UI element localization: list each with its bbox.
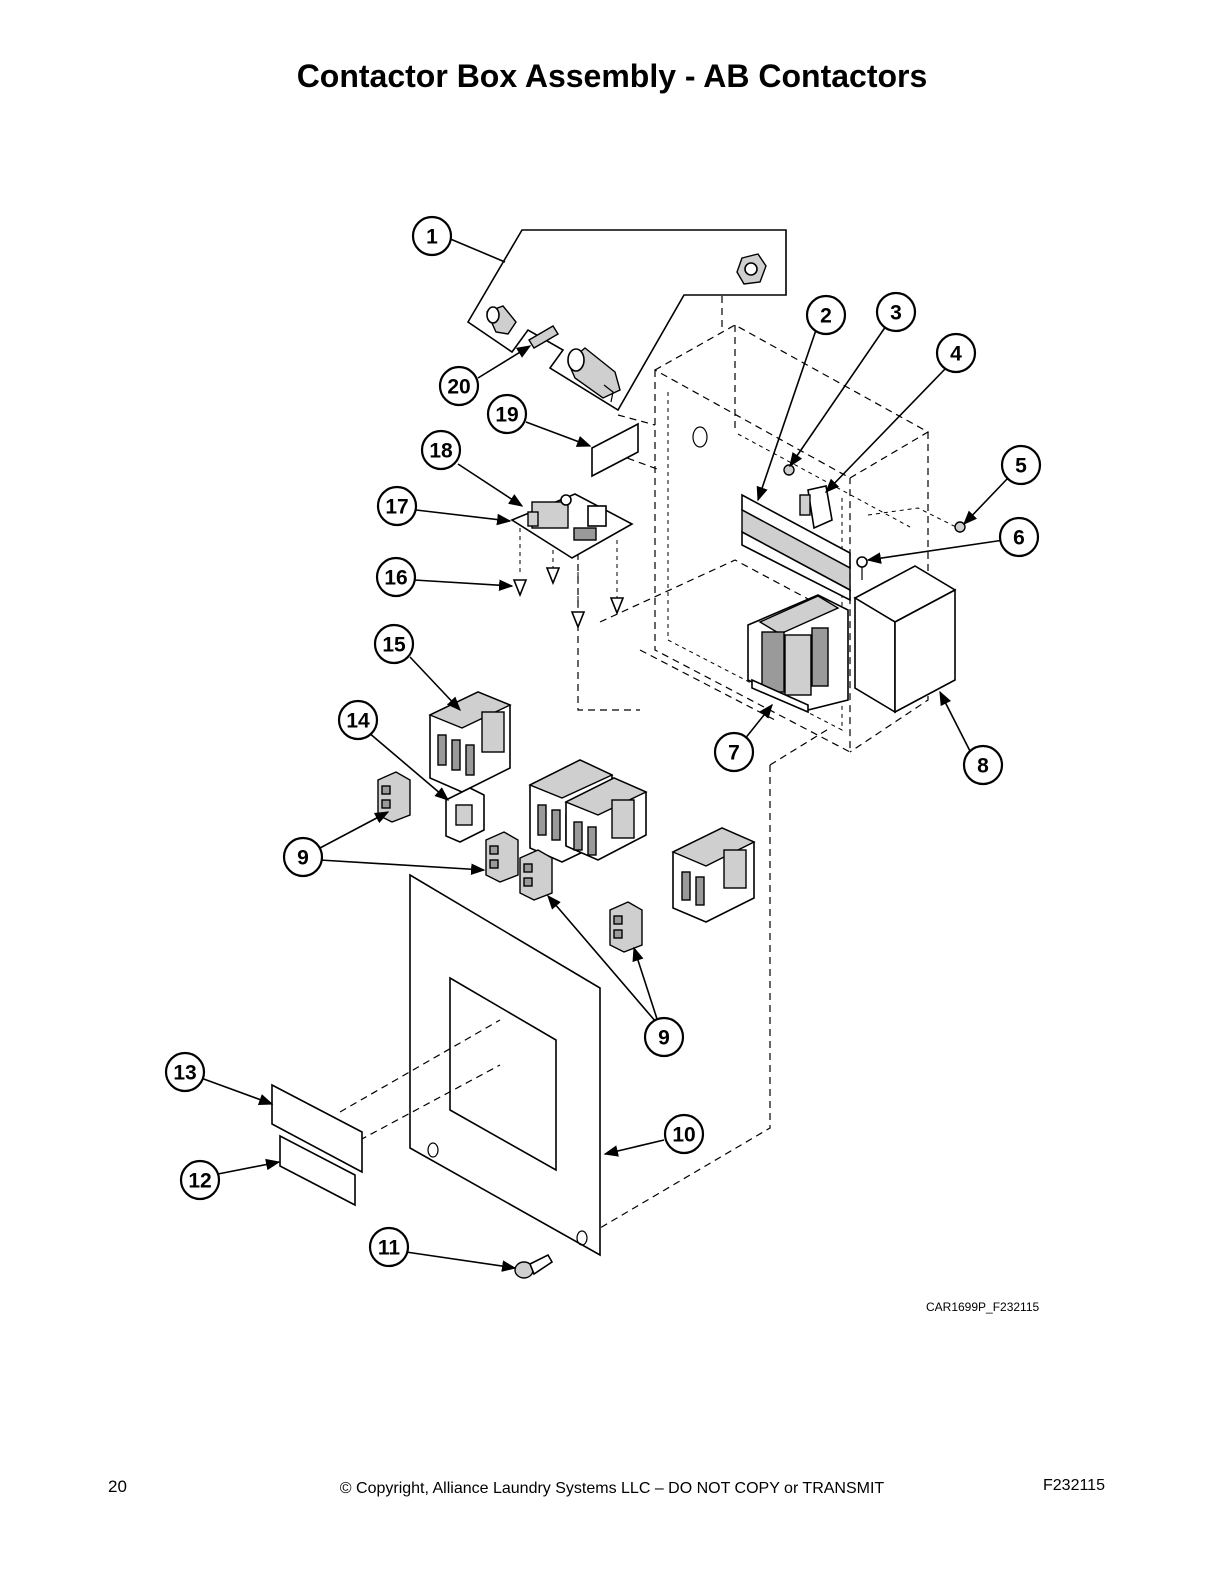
svg-text:9: 9 [297, 847, 309, 870]
transformer [747, 594, 849, 714]
callout-14: 14 [337, 699, 379, 741]
terminal-block-3 [519, 849, 553, 901]
page-title: Contactor Box Assembly - AB Contactors [296, 58, 928, 94]
callout-16: 16 [375, 556, 417, 598]
cover-8 [853, 565, 957, 714]
callout-6: 6 [998, 516, 1040, 558]
callout-7: 7 [713, 731, 755, 773]
svg-text:12: 12 [188, 1170, 211, 1193]
svg-text:11: 11 [378, 1237, 401, 1260]
callout-19: 19 [486, 393, 528, 435]
callout-17: 17 [376, 485, 418, 527]
screw-3 [783, 464, 795, 476]
svg-text:16: 16 [384, 567, 407, 590]
svg-text:10: 10 [672, 1124, 695, 1147]
svg-text:8: 8 [977, 755, 989, 778]
mounting-rail [741, 493, 851, 602]
svg-text:17: 17 [385, 496, 408, 519]
callout-9b: 9 [643, 1016, 685, 1058]
callout-13: 13 [164, 1051, 206, 1093]
contactor-b [564, 777, 648, 861]
label-12 [279, 1134, 356, 1207]
relay-4 [799, 485, 833, 530]
callout-5: 5 [1000, 444, 1042, 486]
svg-text:14: 14 [346, 710, 370, 733]
svg-text:4: 4 [950, 343, 962, 366]
contactor-c [671, 827, 756, 923]
svg-text:20: 20 [447, 376, 470, 399]
callout-4: 4 [935, 332, 977, 374]
circuit-board [510, 493, 634, 610]
leader-lines [200, 237, 1009, 1272]
callout-15: 15 [373, 623, 415, 665]
document-code: F232115 [1043, 1477, 1105, 1494]
nut-5 [954, 521, 966, 533]
callout-20: 20 [438, 365, 480, 407]
screw-6 [856, 556, 868, 580]
terminal-block-2 [485, 831, 519, 883]
drawing-code: CAR1699P_F232115 [926, 1300, 1040, 1314]
svg-text:15: 15 [382, 634, 406, 657]
svg-text:9: 9 [658, 1027, 670, 1050]
svg-text:5: 5 [1015, 455, 1027, 478]
label-13 [271, 1083, 363, 1174]
copyright-notice: © Copyright, Alliance Laundry Systems LL… [339, 1480, 885, 1497]
callout-3: 3 [875, 291, 917, 333]
screw-11 [514, 1253, 554, 1279]
svg-text:13: 13 [173, 1062, 196, 1085]
callout-2: 2 [805, 294, 847, 336]
terminal-block-4 [609, 901, 643, 953]
svg-text:3: 3 [890, 302, 902, 325]
callout-8: 8 [962, 744, 1004, 786]
callout-12: 12 [179, 1159, 221, 1201]
callout-9a: 9 [282, 836, 324, 878]
door-panel [339, 873, 601, 1257]
suppressor-14 [445, 787, 485, 843]
fuse-holder-kit [466, 229, 787, 412]
callout-1: 1 [411, 215, 453, 257]
label-19 [591, 422, 639, 478]
svg-text:6: 6 [1013, 527, 1025, 550]
svg-text:7: 7 [728, 742, 740, 765]
svg-text:18: 18 [429, 440, 453, 463]
callout-18: 18 [420, 429, 462, 471]
callout-10: 10 [663, 1113, 705, 1155]
contactor-15 [428, 691, 512, 793]
enclosure-outline [577, 248, 930, 1229]
svg-text:1: 1 [426, 226, 438, 249]
callout-11: 11 [368, 1226, 410, 1268]
standoffs [512, 567, 625, 630]
page-number: 20 [108, 1477, 127, 1496]
svg-text:2: 2 [820, 305, 832, 328]
svg-text:19: 19 [495, 404, 518, 427]
